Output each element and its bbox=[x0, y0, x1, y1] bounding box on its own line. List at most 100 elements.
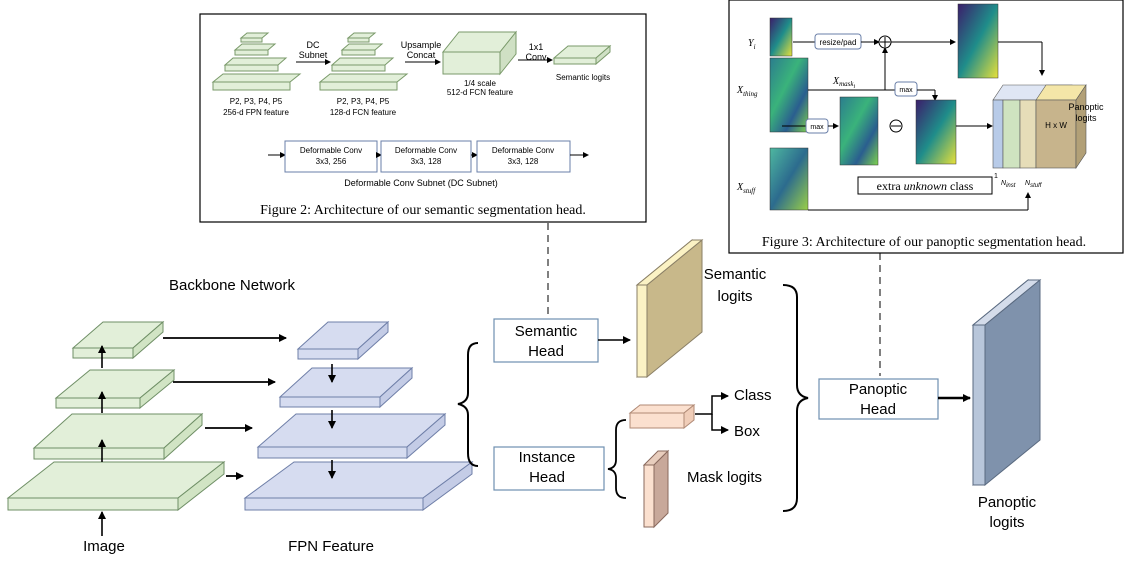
fig2-conv-line1: 1x1 bbox=[529, 42, 544, 52]
fig3-logits-stack bbox=[992, 84, 1087, 169]
figure3-panel: Yi Xthing Xstuff resize/pad Xmaski max m… bbox=[728, 0, 1124, 254]
fig3-resize-pad: resize/pad bbox=[820, 38, 857, 47]
class-box-block bbox=[628, 403, 696, 430]
box-arrow bbox=[711, 414, 729, 434]
fig3-logits-line2: logits bbox=[1075, 113, 1097, 123]
fig3-hxw: H x W bbox=[1045, 121, 1067, 130]
fig3-xstuff-label: Xstuff bbox=[736, 182, 756, 195]
fig3-xmask-subsub: i bbox=[854, 84, 856, 90]
fig3-y-sub: i bbox=[754, 43, 756, 51]
class-arrow bbox=[695, 392, 729, 415]
fig2-deform-2-spec: 3x3, 128 bbox=[411, 157, 442, 166]
mask-logits-block bbox=[642, 449, 670, 529]
fig3-max-left: max bbox=[810, 124, 824, 131]
fig3-xthing-label: Xthing bbox=[736, 85, 758, 98]
fig3-xmask-label: Xmaski bbox=[832, 76, 856, 90]
figure2-panel: P2, P3, P4, P5 256-d FPN feature DC Subn… bbox=[199, 13, 647, 223]
fig3-top-output-image bbox=[957, 3, 999, 79]
fpn-stack bbox=[243, 320, 474, 511]
mask-logits-label: Mask logits bbox=[687, 469, 762, 486]
fig3-xstuff-sub: stuff bbox=[743, 187, 756, 195]
panoptic-head-box bbox=[818, 378, 939, 420]
image-label: Image bbox=[83, 538, 125, 555]
fig3-y-image bbox=[769, 17, 793, 57]
fig3-unknown-box bbox=[857, 176, 993, 195]
fig2-semantic-logits: Semantic logits bbox=[556, 73, 610, 82]
fig2-dc-stack bbox=[318, 32, 409, 91]
figure2-caption: Figure 2: Architecture of our semantic s… bbox=[260, 203, 586, 218]
fig2-dc-line2: Subnet bbox=[299, 50, 328, 60]
panoptic-logits-line1: Panoptic bbox=[978, 494, 1037, 511]
panoptic-head-line1: Panoptic bbox=[849, 381, 908, 398]
fig3-xmask-main: X bbox=[832, 76, 840, 87]
fig3-n-inst-main: N bbox=[1001, 180, 1007, 187]
semantic-logits-line1: Semantic bbox=[704, 266, 767, 283]
semantic-logits-line2: logits bbox=[717, 288, 752, 305]
semantic-head-line2: Head bbox=[528, 343, 564, 360]
semantic-head-line1: Semantic bbox=[515, 323, 578, 340]
fig2-conv-line2: Conv bbox=[525, 52, 547, 62]
heads-brace bbox=[457, 342, 479, 467]
panoptic-logits-slab bbox=[971, 278, 1042, 487]
fig3-max-image bbox=[839, 96, 879, 166]
fig2-scale-label: 1/4 scale bbox=[464, 79, 497, 88]
fig3-xthing-image bbox=[769, 57, 809, 133]
fig2-fpn-levels: P2, P3, P4, P5 bbox=[230, 97, 283, 106]
fig3-xmask-sub: mask bbox=[839, 80, 854, 88]
class-label: Class bbox=[734, 387, 772, 404]
fig3-y-main: Y bbox=[748, 38, 755, 49]
fig2-fcn-block bbox=[441, 30, 518, 76]
fig2-deform-1-title: Deformable Conv bbox=[300, 146, 362, 155]
fig3-n-inst: Ninst bbox=[1001, 180, 1016, 189]
fig3-max-top-box bbox=[894, 81, 918, 97]
fig2-upsample-line1: Upsample bbox=[401, 40, 442, 50]
fig2-subnet-caption: Deformable Conv Subnet (DC Subnet) bbox=[344, 178, 498, 188]
fig3-max-top: max bbox=[899, 87, 913, 94]
fig3-xstuff-image bbox=[769, 147, 809, 211]
fig2-deform-block-3 bbox=[476, 140, 571, 173]
fig2-semantic-logits-block bbox=[552, 44, 612, 66]
fig3-mid-output-image bbox=[915, 99, 957, 165]
fig3-unknown-label: extra unknown class bbox=[877, 179, 974, 193]
backbone-title: Backbone Network bbox=[169, 277, 295, 294]
fpn-label: FPN Feature bbox=[288, 538, 374, 555]
fig2-fpn-desc: 256-d FPN feature bbox=[223, 108, 289, 117]
fig3-dim-one: 1 bbox=[994, 173, 998, 180]
fig3-n-stuff-sub: stuff bbox=[1030, 183, 1043, 189]
instance-head-line1: Instance bbox=[519, 449, 576, 466]
panoptic-head-line2: Head bbox=[860, 401, 896, 418]
fig3-logits-line1: Panoptic bbox=[1068, 102, 1104, 112]
panoptic-brace bbox=[782, 284, 809, 512]
instance-brace bbox=[607, 419, 627, 499]
fig2-deform-1-spec: 3x3, 256 bbox=[316, 157, 347, 166]
fig3-n-inst-sub: inst bbox=[1006, 183, 1016, 189]
semantic-head-box bbox=[493, 318, 599, 363]
fig3-xstuff-main: X bbox=[736, 182, 744, 193]
fig2-deform-3-spec: 3x3, 128 bbox=[508, 157, 539, 166]
semantic-logits-slab bbox=[635, 238, 704, 379]
instance-head-line2: Head bbox=[529, 469, 565, 486]
fig3-xthing-sub: thing bbox=[743, 90, 758, 98]
fig3-unknown-suffix: class bbox=[947, 179, 974, 193]
fig2-fpn-stack bbox=[211, 32, 302, 91]
fig2-deform-block-2 bbox=[380, 140, 472, 173]
fig3-unknown-word: unknown bbox=[904, 179, 947, 193]
fig3-y-label: Yi bbox=[748, 38, 756, 51]
fig2-deform-3-title: Deformable Conv bbox=[492, 146, 554, 155]
fig3-n-stuff-main: N bbox=[1025, 180, 1031, 187]
fig2-deform-2-title: Deformable Conv bbox=[395, 146, 457, 155]
fig3-unknown-prefix: extra bbox=[877, 179, 904, 193]
fig2-dc-desc: 128-d FCN feature bbox=[330, 108, 397, 117]
fig2-fcn-feature: 512-d FCN feature bbox=[447, 88, 514, 97]
fig2-upsample-line2: Concat bbox=[407, 50, 436, 60]
fig2-dc-line1: DC bbox=[307, 40, 320, 50]
backbone-stack bbox=[6, 320, 226, 512]
fig3-xthing-main: X bbox=[736, 85, 744, 96]
panoptic-logits-line2: logits bbox=[989, 514, 1024, 531]
fig3-n-stuff: Nstuff bbox=[1025, 180, 1043, 189]
box-label: Box bbox=[734, 423, 760, 440]
figure3-caption: Figure 3: Architecture of our panoptic s… bbox=[762, 235, 1086, 250]
instance-head-box bbox=[493, 446, 605, 491]
fig2-dc-levels: P2, P3, P4, P5 bbox=[337, 97, 390, 106]
